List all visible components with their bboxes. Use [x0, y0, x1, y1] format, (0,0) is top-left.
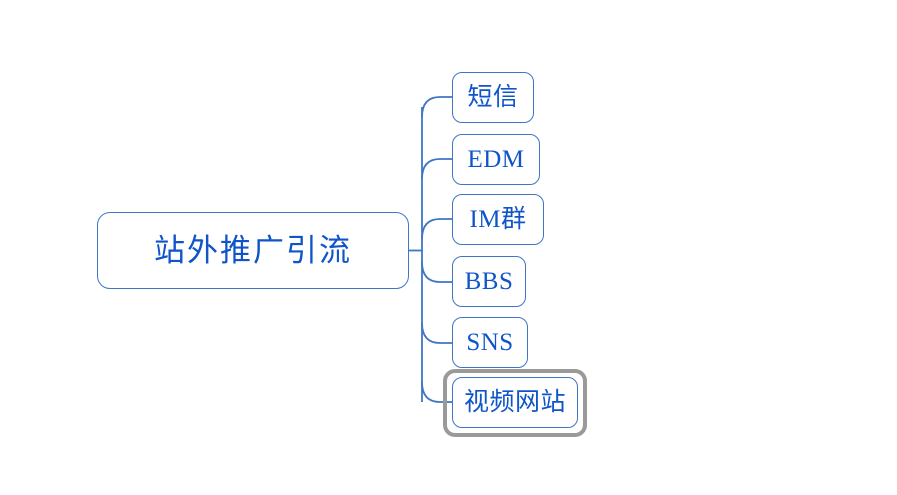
mindmap-node-bbs[interactable]: BBS	[452, 256, 526, 307]
connector-branch-2	[421, 158, 452, 180]
mindmap-root-node[interactable]: 站外推广引流	[97, 212, 409, 289]
connector-branch-3	[421, 218, 452, 240]
connector-branch-5	[421, 322, 452, 344]
connector-branch-4	[421, 261, 452, 283]
mindmap-node-edm[interactable]: EDM	[452, 134, 540, 185]
mindmap-node-video-sites[interactable]: 视频网站	[452, 377, 578, 428]
selection-outline	[443, 369, 587, 437]
mindmap-node-im-group[interactable]: IM群	[452, 194, 544, 245]
mindmap-node-sms[interactable]: 短信	[452, 72, 534, 123]
connector-branch-1	[421, 96, 452, 118]
mindmap-node-sns[interactable]: SNS	[452, 317, 528, 368]
